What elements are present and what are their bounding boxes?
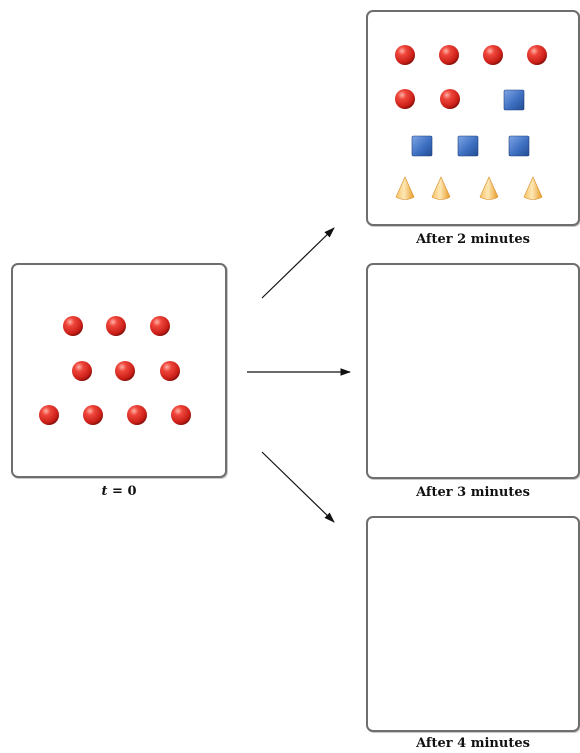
after2-particles (395, 45, 547, 200)
caption-t0-variable: t (101, 484, 108, 499)
cube-icon (503, 89, 525, 111)
sphere-icon (72, 361, 92, 381)
sphere-icon (115, 361, 135, 381)
sphere-icon (440, 89, 460, 109)
cone-icon (479, 176, 499, 200)
sphere-icon (106, 316, 126, 336)
cone-icon (431, 176, 451, 200)
cube-icon (457, 135, 479, 157)
cube-icon (411, 135, 433, 157)
sphere-icon (395, 89, 415, 109)
panel-after-4-minutes (366, 516, 580, 732)
caption-after-4-minutes: After 4 minutes (416, 736, 530, 751)
sphere-icon (171, 405, 191, 425)
sphere-icon (160, 361, 180, 381)
arrow-to-after-2 (261, 227, 335, 299)
caption-t0: t = 0 (11, 484, 227, 499)
caption-after-2-minutes: After 2 minutes (416, 232, 530, 247)
sphere-icon (150, 316, 170, 336)
sphere-icon (483, 45, 503, 65)
caption-t0-value: = 0 (107, 484, 137, 499)
t0-particles (39, 316, 191, 425)
sphere-icon (127, 405, 147, 425)
sphere-icon (63, 316, 83, 336)
sphere-icon (83, 405, 103, 425)
sphere-icon (527, 45, 547, 65)
sphere-icon (395, 45, 415, 65)
cone-icon (523, 176, 543, 200)
arrow-to-after-4 (261, 451, 335, 523)
sphere-icon (39, 405, 59, 425)
caption-after-3-minutes: After 3 minutes (416, 485, 530, 500)
cube-icon (508, 135, 530, 157)
cone-icon (395, 176, 415, 200)
panel-after-3-minutes (366, 263, 580, 479)
sphere-icon (439, 45, 459, 65)
